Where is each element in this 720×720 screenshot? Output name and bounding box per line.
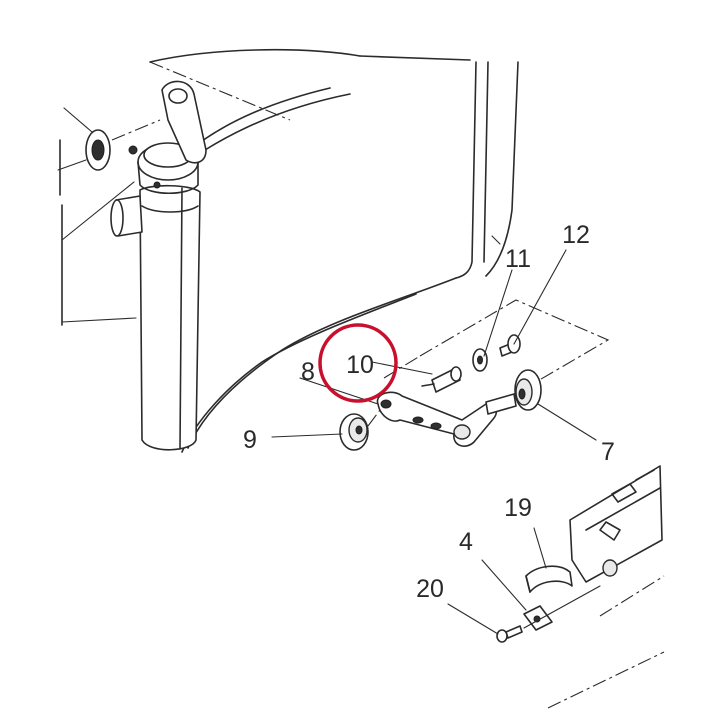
callout-9: 9 — [243, 426, 257, 454]
callout-19: 19 — [504, 494, 532, 522]
rail-assembly — [447, 465, 665, 709]
linkage-assembly — [271, 249, 610, 451]
centerline-top — [149, 61, 291, 121]
callout-10: 10 — [346, 351, 374, 379]
callout-8: 8 — [301, 358, 315, 386]
housing-panel — [59, 48, 519, 453]
callout-20: 20 — [416, 575, 444, 603]
highlight-ring — [318, 323, 398, 403]
callout-7: 7 — [601, 438, 615, 466]
reservoir-tank — [61, 80, 207, 451]
callout-4: 4 — [459, 528, 473, 556]
callout-12: 12 — [562, 221, 590, 249]
gear-top-left — [57, 107, 161, 171]
callout-11: 11 — [505, 245, 531, 273]
